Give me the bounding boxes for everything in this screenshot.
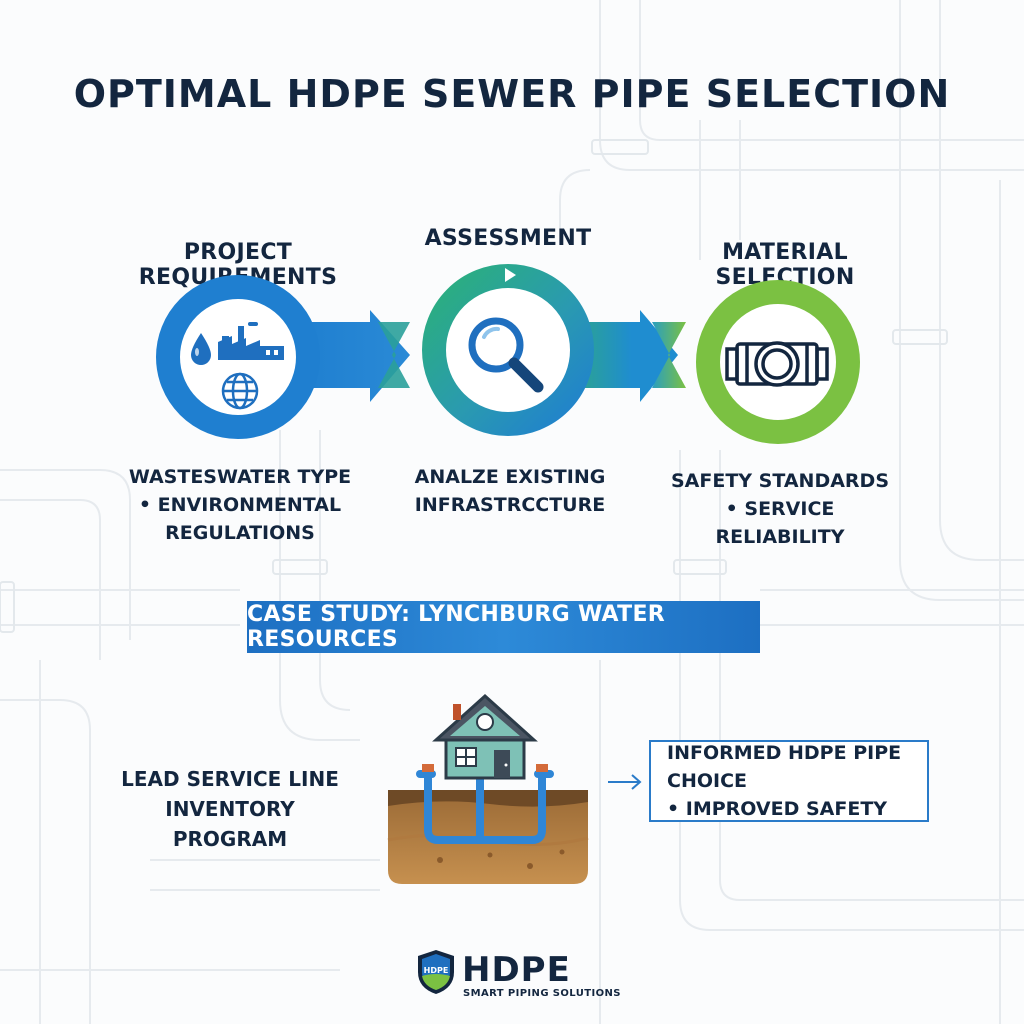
process-flow [156, 264, 860, 444]
globe-icon [221, 372, 259, 410]
play-icon [505, 268, 516, 282]
logo-shield-icon: HDPE [418, 950, 454, 994]
stage-text-project-requirements: WASTESWATER TYPE • ENVIRONMENTAL REGULAT… [110, 463, 370, 547]
stage-line: INFRASTRCCTURE [414, 494, 606, 516]
program-text: LEAD SERVICE LINE INVENTORY PROGRAM [110, 764, 350, 854]
flow-arrow-3 [652, 322, 686, 388]
result-line: INFORMED HDPE PIPE CHOICE [667, 742, 902, 792]
stage-text-material-selection: SAFETY STANDARDS • SERVICE RELIABILITY [660, 467, 900, 551]
stage-text-assessment: ANALZE EXISTING INFRASTRCCTURE [392, 463, 628, 519]
factory-icon [218, 322, 284, 360]
stage-label-assessment: ASSESSMENT [424, 226, 592, 251]
stage-line: WASTESWATER TYPE [128, 466, 352, 488]
page-title: OPTIMAL HDPE SEWER PIPE SELECTION [73, 72, 951, 116]
result-box: INFORMED HDPE PIPE CHOICE • IMPROVED SAF… [649, 740, 929, 822]
case-study-banner: CASE STUDY: LYNCHBURG WATER RESOURCES [247, 601, 760, 653]
logo-badge-text: HDPE [424, 966, 449, 975]
magnifier-icon [468, 317, 544, 393]
program-line: INVENTORY PROGRAM [165, 797, 295, 851]
water-drop-icon [191, 333, 211, 365]
stage-label-material-selection: MATERIAL SELECTION [715, 240, 855, 290]
stage-line: • SERVICE RELIABILITY [715, 498, 845, 548]
logo-tagline: SMART PIPING SOLUTIONS [463, 988, 621, 999]
result-arrow-icon [608, 774, 642, 790]
pipe-fitting-icon [725, 341, 829, 387]
stage-line: • ENVIRONMENTAL [138, 494, 342, 516]
stage-line: ANALZE EXISTING [414, 466, 606, 488]
result-line: • IMPROVED SAFETY [667, 798, 888, 820]
house-service-line-icon [387, 693, 589, 884]
stage-line: REGULATIONS [165, 522, 315, 544]
flow-arrow-1 [300, 310, 410, 402]
program-line: LEAD SERVICE LINE [121, 767, 339, 791]
flow-arrow-2 [585, 310, 678, 402]
logo-wordmark: HDPE [462, 950, 571, 990]
stage-line: SAFETY STANDARDS [670, 470, 890, 492]
